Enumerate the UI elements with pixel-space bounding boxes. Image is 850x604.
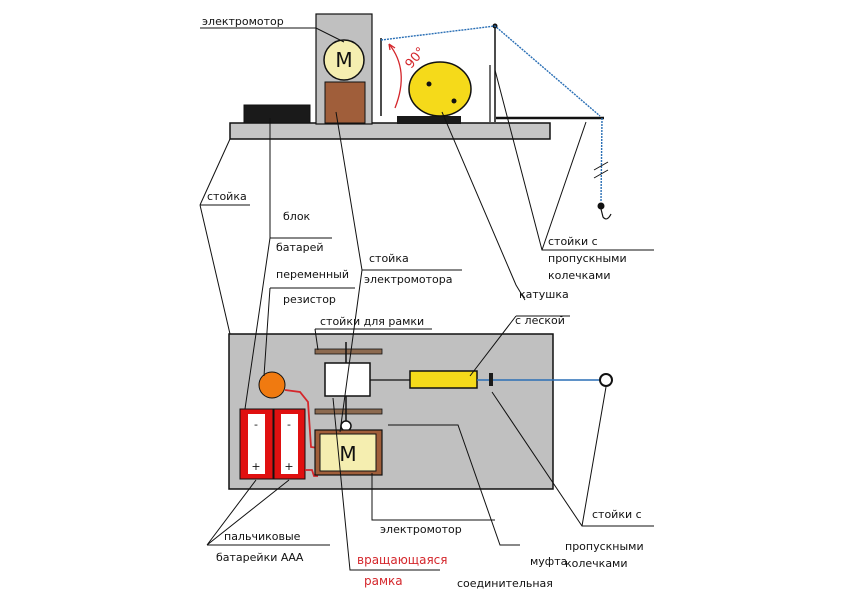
label-rotating-frame-2: рамка (364, 574, 403, 588)
rotation-angle-arrow (388, 43, 396, 51)
leader-motor-top (200, 27, 345, 43)
top-view: - + - + M (228, 333, 613, 490)
label-coil-2: с леской (515, 314, 565, 327)
label-motor-bottom: электромотор (380, 523, 462, 536)
disc-hole-2 (451, 98, 457, 104)
side-battery-block (243, 104, 311, 124)
fishing-line-hang (600, 117, 603, 203)
fishing-line-top (380, 25, 601, 117)
top-motor-letter: M (339, 442, 356, 466)
leader-ring-stands-top (494, 69, 654, 251)
battery-right-minus: - (287, 418, 291, 431)
leader-stand (199, 138, 250, 335)
label-ring-stands-bottom-2: пропускными (565, 540, 644, 553)
side-yellow-disc (408, 61, 472, 117)
battery-right-plus: + (284, 460, 293, 473)
leader-resistor (263, 287, 355, 377)
side-motor-letter: M (335, 48, 352, 72)
label-coupling-2: соединительная (457, 577, 553, 590)
battery-right-inner (281, 414, 298, 474)
wire-battery-to-motor (305, 469, 318, 477)
leader-coil (441, 111, 570, 377)
labels: электромотор стойка блок батарей перемен… (202, 15, 644, 590)
battery-left-minus: - (254, 418, 258, 431)
label-ring-stands-bottom-3: колечками (565, 557, 628, 570)
label-aaa-2: батарейки ААА (216, 551, 304, 564)
battery-left-inner (248, 414, 265, 474)
leader-frame-stands (314, 328, 432, 351)
side-disc-plate (397, 116, 461, 124)
top-motor-body (319, 433, 377, 472)
label-variable-1: переменный (276, 268, 349, 281)
leader-motor-bottom (371, 473, 495, 521)
line-break-mark (593, 161, 609, 179)
variable-resistor (258, 371, 286, 399)
leader-aaa (206, 479, 330, 546)
side-motor-circle (323, 39, 365, 81)
side-view: M 90° (229, 13, 612, 220)
label-motor-top: электромотор (202, 15, 284, 28)
label-ring-stands-top-3: колечками (548, 269, 611, 282)
label-motor-stand-1: стойка (369, 252, 409, 265)
label-variable-2: резистор (283, 293, 336, 306)
frame-stand-top (314, 348, 383, 355)
label-battery-block-1: блок (283, 210, 311, 223)
rotation-angle-arc (388, 43, 402, 109)
hook-icon (600, 208, 612, 220)
hook-weight (597, 202, 605, 210)
leader-coupling (388, 424, 520, 546)
label-aaa-1: пальчиковые (224, 530, 301, 543)
ring-end (599, 373, 613, 387)
label-stand: стойка (207, 190, 247, 203)
disc-hole-1 (426, 81, 432, 87)
wire-resistor-to-motor (284, 389, 319, 449)
side-motor-base (324, 81, 366, 124)
label-ring-stands-top-1: стойки с (548, 235, 598, 248)
frame-stand-bottom (314, 408, 383, 415)
label-rotating-frame-1: вращающаяся (357, 553, 448, 567)
leader-ring-stands-bottom (491, 386, 654, 527)
leader-lines (199, 27, 654, 571)
label-ring-stands-bottom-1: стойки с (592, 508, 642, 521)
leader-rotating-frame (332, 397, 440, 571)
leader-battery-block (244, 118, 332, 410)
leader-motor-stand (335, 111, 462, 433)
label-motor-stand-2: электромотора (364, 273, 453, 286)
rotating-frame (324, 362, 371, 397)
side-base-board (229, 122, 551, 140)
battery-left-plus: + (251, 460, 260, 473)
label-battery-block-2: батарей (276, 241, 324, 254)
coil-with-line (409, 370, 478, 389)
label-coil-1: катушка (519, 288, 569, 301)
ring-stand-bottom (489, 373, 493, 386)
label-ring-stands-top-2: пропускными (548, 252, 627, 265)
label-coupling-1: муфта (530, 555, 567, 568)
label-frame-stands: стойки для рамки (320, 315, 424, 328)
